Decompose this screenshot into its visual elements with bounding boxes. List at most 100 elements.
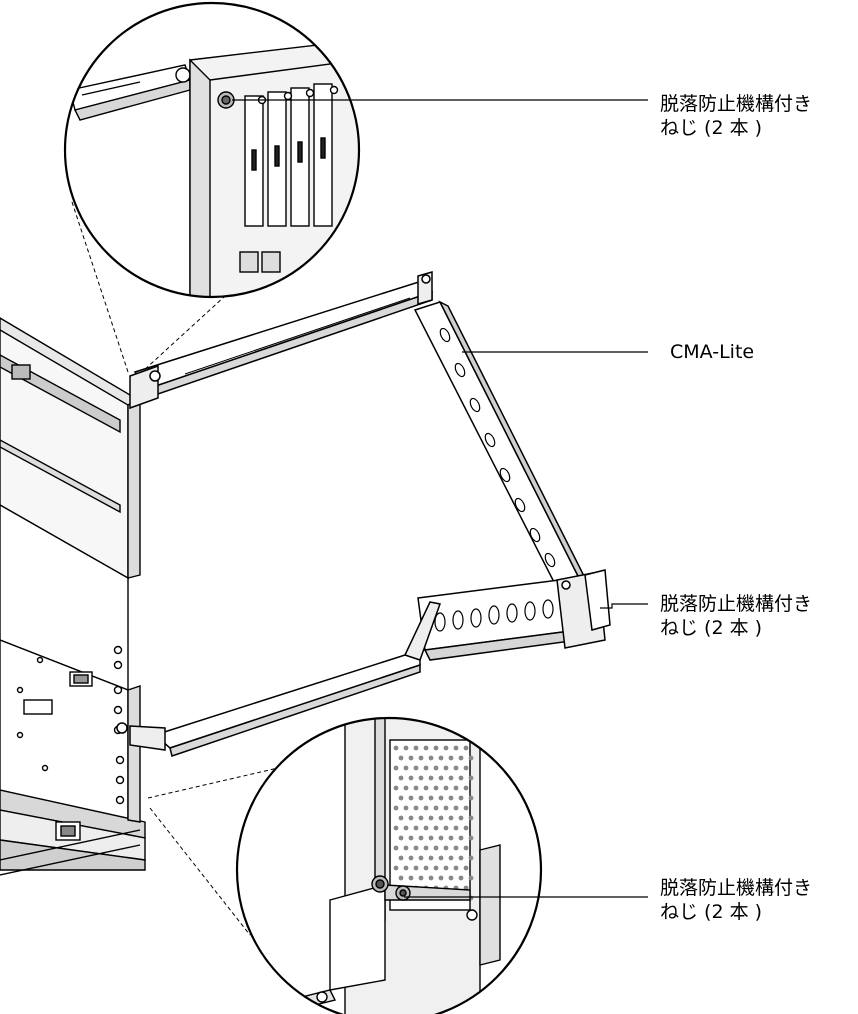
perforation-hole bbox=[448, 815, 454, 821]
perforation-hole bbox=[403, 825, 409, 831]
perforation-hole bbox=[448, 855, 454, 861]
perforation-hole bbox=[423, 825, 429, 831]
perforation-hole bbox=[398, 775, 404, 781]
perforation-hole bbox=[403, 745, 409, 751]
perforation-hole bbox=[448, 775, 454, 781]
perforation-hole bbox=[413, 765, 419, 771]
callout-cma-lite: CMA-Lite bbox=[670, 340, 754, 364]
perforation-hole bbox=[453, 845, 459, 851]
leader-right-screw bbox=[600, 603, 648, 609]
perforation-hole bbox=[398, 815, 404, 821]
perforation-hole bbox=[468, 835, 474, 841]
perforation-hole bbox=[448, 755, 454, 761]
server-chassis bbox=[0, 317, 146, 876]
perforation-hole bbox=[408, 855, 414, 861]
perforation-hole bbox=[433, 805, 439, 811]
perforation-hole bbox=[408, 795, 414, 801]
perforation-hole bbox=[403, 845, 409, 851]
perforation-hole bbox=[443, 805, 449, 811]
bottom-detail-magnifier bbox=[235, 716, 543, 1014]
perforation-hole bbox=[393, 865, 399, 871]
perforation-hole bbox=[468, 815, 474, 821]
perforation-hole bbox=[463, 805, 469, 811]
perforation-hole bbox=[453, 785, 459, 791]
perforation-hole bbox=[438, 855, 444, 861]
perforation-hole bbox=[428, 855, 434, 861]
perforation-hole bbox=[393, 825, 399, 831]
callout-right-captive-screws: 脱落防止機構付き ねじ (2 本 ) bbox=[660, 592, 812, 640]
perforation-hole bbox=[453, 865, 459, 871]
perforation-hole bbox=[433, 745, 439, 751]
perforation-hole bbox=[418, 795, 424, 801]
perforation-hole bbox=[433, 825, 439, 831]
perforation-hole bbox=[398, 875, 404, 881]
perforation-hole bbox=[408, 875, 414, 881]
perforation-hole bbox=[443, 825, 449, 831]
perforation-hole bbox=[393, 805, 399, 811]
perforation-hole bbox=[393, 765, 399, 771]
perforation-hole bbox=[453, 745, 459, 751]
perforation-hole bbox=[408, 835, 414, 841]
perforation-hole bbox=[403, 765, 409, 771]
perforation-hole bbox=[408, 815, 414, 821]
perforation-hole bbox=[418, 855, 424, 861]
perforation-hole bbox=[433, 865, 439, 871]
perforation-hole bbox=[438, 815, 444, 821]
perforation-hole bbox=[448, 795, 454, 801]
perforation-hole bbox=[468, 875, 474, 881]
perforation-hole bbox=[468, 755, 474, 761]
perforation-hole bbox=[413, 845, 419, 851]
perforation-hole bbox=[423, 765, 429, 771]
perforation-hole bbox=[393, 845, 399, 851]
perforation-hole bbox=[443, 745, 449, 751]
perforation-hole bbox=[443, 785, 449, 791]
perforation-hole bbox=[403, 785, 409, 791]
perforation-hole bbox=[408, 775, 414, 781]
perforation-hole bbox=[423, 805, 429, 811]
callout-top-line2: ねじ (2 本 ) bbox=[660, 117, 763, 139]
perforation-hole bbox=[443, 765, 449, 771]
perforation-hole bbox=[428, 815, 434, 821]
perforation-hole bbox=[423, 865, 429, 871]
perforation-hole bbox=[398, 795, 404, 801]
callout-bottom-line2: ねじ (2 本 ) bbox=[660, 901, 763, 923]
perforation-hole bbox=[438, 775, 444, 781]
perforation-hole bbox=[418, 835, 424, 841]
callout-right-line1: 脱落防止機構付き bbox=[660, 593, 813, 615]
callout-cma-label: CMA-Lite bbox=[670, 341, 755, 363]
perforation-hole bbox=[408, 755, 414, 761]
callout-bottom-line1: 脱落防止機構付き bbox=[660, 877, 813, 899]
callout-top-line1: 脱落防止機構付き bbox=[660, 93, 813, 115]
perforation-hole bbox=[463, 825, 469, 831]
perforation-hole bbox=[458, 815, 464, 821]
leader-lines bbox=[232, 99, 648, 898]
perforation-hole bbox=[393, 745, 399, 751]
perforation-hole bbox=[423, 785, 429, 791]
perforation-hole bbox=[413, 865, 419, 871]
perforation-hole bbox=[448, 835, 454, 841]
perforation-hole bbox=[403, 805, 409, 811]
perforation-hole bbox=[423, 745, 429, 751]
perforation-hole bbox=[438, 795, 444, 801]
perforation-hole bbox=[398, 755, 404, 761]
perforation-hole bbox=[458, 875, 464, 881]
perforation-hole bbox=[413, 785, 419, 791]
perforation-hole bbox=[423, 845, 429, 851]
perforation-hole bbox=[418, 875, 424, 881]
perforation-hole bbox=[458, 775, 464, 781]
perforation-hole bbox=[418, 775, 424, 781]
perforation-hole bbox=[468, 795, 474, 801]
perforation-hole bbox=[428, 775, 434, 781]
perforation-hole bbox=[463, 865, 469, 871]
perforation-hole bbox=[458, 835, 464, 841]
perforation-hole bbox=[463, 845, 469, 851]
perforation-hole bbox=[468, 775, 474, 781]
callout-bottom-captive-screws: 脱落防止機構付き ねじ (2 本 ) bbox=[660, 876, 812, 924]
perforation-hole bbox=[463, 785, 469, 791]
perforation-hole bbox=[403, 865, 409, 871]
perforation-hole bbox=[418, 755, 424, 761]
perforation-hole bbox=[433, 765, 439, 771]
perforation-hole bbox=[458, 855, 464, 861]
perforation-hole bbox=[398, 835, 404, 841]
